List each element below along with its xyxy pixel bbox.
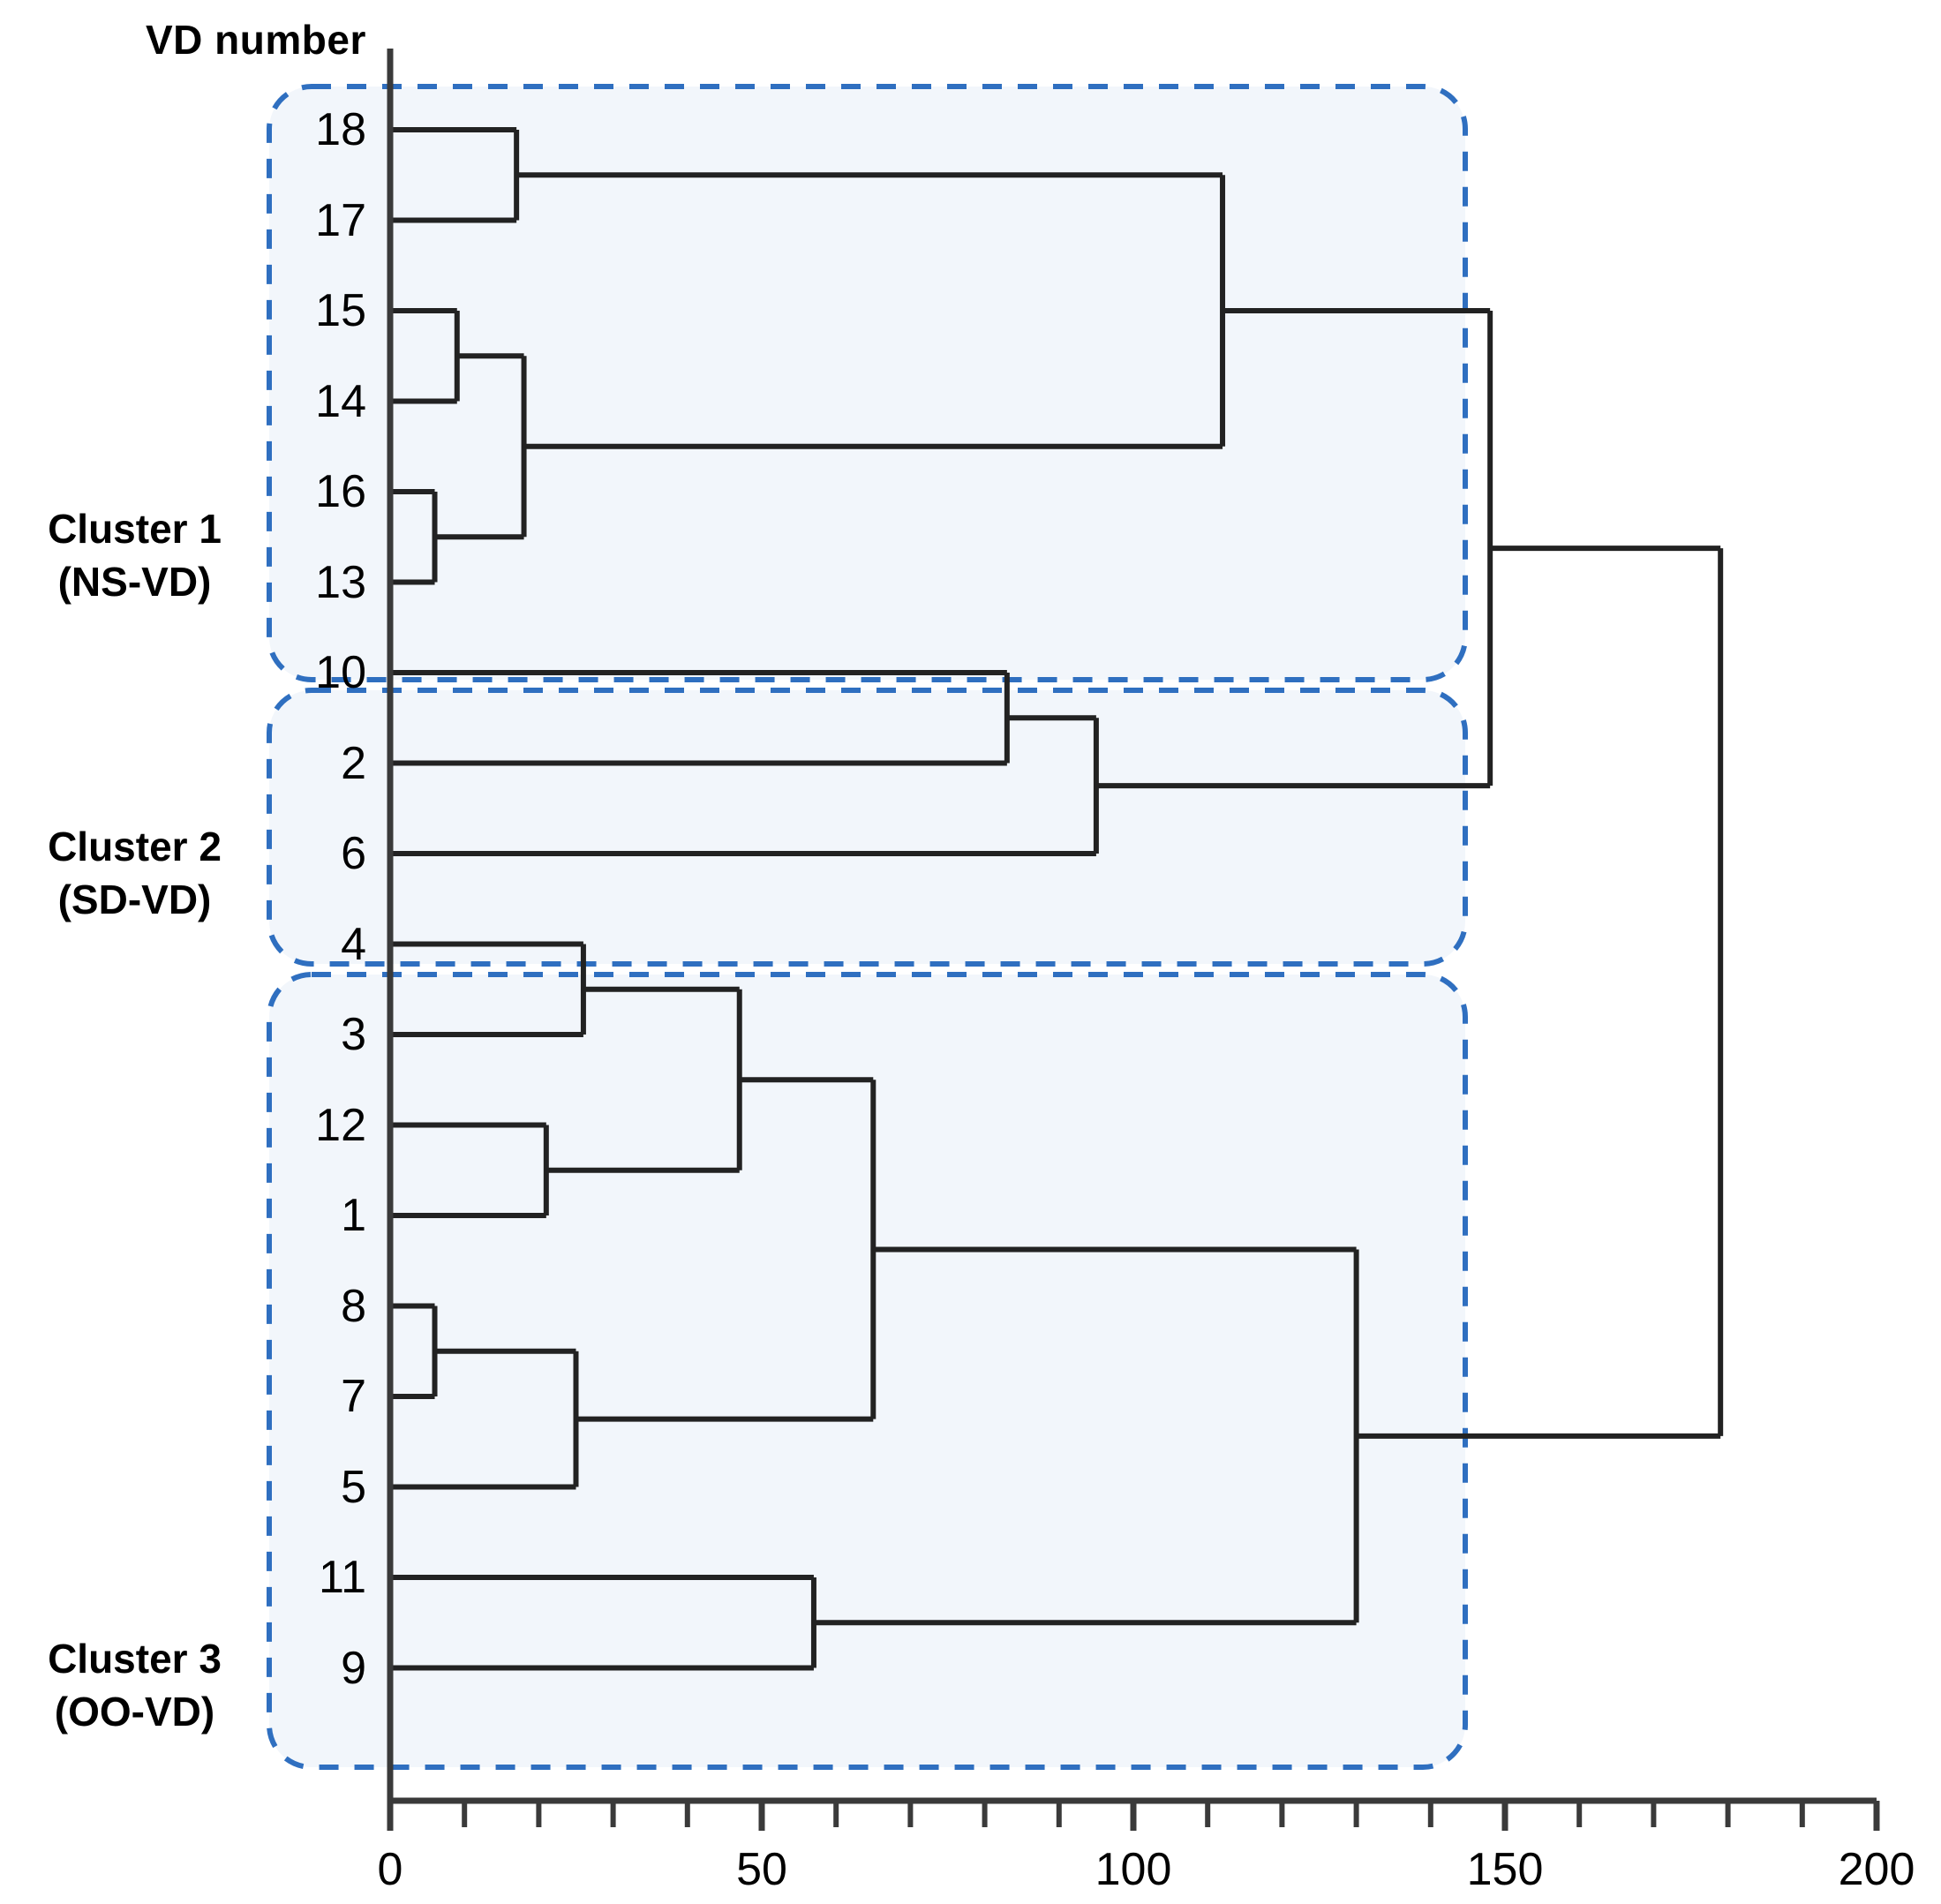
leaf-label-15: 15 <box>315 285 366 336</box>
leaf-label-3: 3 <box>341 1009 366 1060</box>
leaf-label-5: 5 <box>341 1461 366 1513</box>
leaf-label-8: 8 <box>341 1280 366 1332</box>
x-tick-label-150: 150 <box>1466 1844 1544 1895</box>
leaf-label-10: 10 <box>315 647 366 698</box>
cluster-boxes-group <box>267 84 1468 1770</box>
cluster-box-3 <box>267 972 1468 1770</box>
leaf-label-2: 2 <box>341 737 366 789</box>
leaf-label-1: 1 <box>341 1190 366 1241</box>
x-tick-label-200: 200 <box>1838 1844 1915 1895</box>
cluster-3-name: Cluster 3 <box>48 1636 222 1682</box>
leaf-label-9: 9 <box>341 1642 366 1694</box>
cluster-1-subtitle: (NS-VD) <box>57 558 212 605</box>
leaf-label-13: 13 <box>315 556 366 608</box>
leaf-label-17: 17 <box>315 194 366 246</box>
leaf-label-6: 6 <box>341 828 366 879</box>
cluster-2-label: Cluster 2 (SD-VD) <box>9 821 260 927</box>
cluster-box-2 <box>267 688 1468 967</box>
x-tick-label-100: 100 <box>1095 1844 1172 1895</box>
cluster-1-label: Cluster 1 (NS-VD) <box>9 503 260 609</box>
linkage-lines-group <box>390 127 1724 1671</box>
y-axis-title: VD number <box>146 17 366 63</box>
x-tick-label-0: 0 <box>377 1844 403 1895</box>
cluster-2-subtitle: (SD-VD) <box>57 876 212 922</box>
leaf-label-4: 4 <box>341 918 366 970</box>
leaf-label-14: 14 <box>315 375 366 427</box>
leaf-label-11: 11 <box>319 1552 366 1603</box>
cluster-2-name: Cluster 2 <box>48 824 222 869</box>
x-tick-label-50: 50 <box>736 1844 787 1895</box>
cluster-1-name: Cluster 1 <box>48 506 222 552</box>
cluster-box-1 <box>267 84 1468 682</box>
leaf-label-16: 16 <box>315 466 366 517</box>
leaf-label-12: 12 <box>315 1099 366 1151</box>
axes-group <box>387 49 1880 1831</box>
leaf-label-7: 7 <box>341 1371 366 1422</box>
cluster-3-label: Cluster 3 (OO-VD) <box>9 1633 260 1739</box>
cluster-3-subtitle: (OO-VD) <box>54 1688 215 1735</box>
leaf-label-18: 18 <box>315 104 366 155</box>
